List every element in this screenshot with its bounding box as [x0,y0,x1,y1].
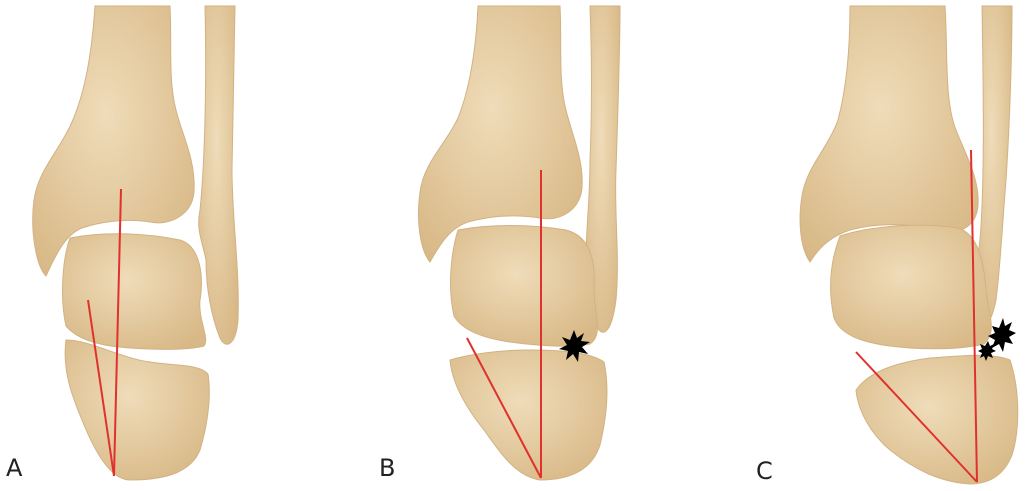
calcaneus-bone [65,340,209,480]
tibia-bone [800,6,978,262]
talus-bone [831,225,992,349]
panel-label-c: C [756,459,773,483]
calcaneus-bone [450,350,607,480]
talus-bone [63,234,206,350]
panel-label-b: B [379,456,395,480]
talus-bone [451,226,598,347]
panel-b [418,6,620,480]
panel-a [33,6,239,480]
calcaneus-bone [856,355,1018,484]
fibula-bone [199,6,239,344]
panel-c [800,6,1018,484]
tibia-bone [418,6,582,262]
panel-label-a: A [6,456,22,480]
